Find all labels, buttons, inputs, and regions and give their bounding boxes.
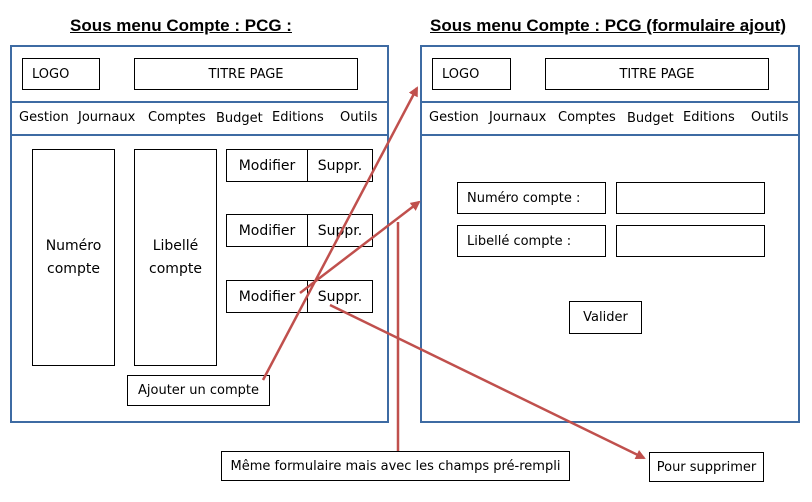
left-menu-editions[interactable]: Editions	[272, 110, 324, 125]
left-title: Sous menu Compte : PCG :	[70, 16, 292, 35]
left-menu-comptes[interactable]: Comptes	[148, 110, 206, 125]
numero-compte-label: Numéro compte :	[457, 182, 606, 214]
left-menu-budget[interactable]: Budget	[216, 111, 263, 126]
right-menu-editions[interactable]: Editions	[683, 110, 735, 125]
numero-compte-line1: Numéro	[45, 237, 102, 254]
right-menu-journaux[interactable]: Journaux	[489, 110, 547, 125]
left-menu-gestion[interactable]: Gestion	[19, 110, 69, 125]
left-menu-outils[interactable]: Outils	[340, 110, 378, 125]
delete-note: Pour supprimer	[649, 452, 764, 482]
arrow-add-to-form	[261, 86, 419, 381]
libelle-compte-label: Libellé compte :	[457, 225, 606, 257]
modify-button-2[interactable]: Modifier	[226, 214, 308, 247]
left-page-frame	[10, 45, 389, 423]
left-header-divider	[10, 101, 389, 103]
right-title: Sous menu Compte : PCG (formulaire ajout…	[430, 16, 787, 35]
right-menu-divider	[420, 134, 800, 136]
left-menu-divider	[10, 134, 389, 136]
right-menu-outils[interactable]: Outils	[751, 110, 789, 125]
libelle-compte-line1: Libellé	[152, 237, 199, 254]
right-menu-gestion[interactable]: Gestion	[429, 110, 479, 125]
left-menu-journaux[interactable]: Journaux	[78, 110, 136, 125]
numero-compte-input[interactable]	[616, 182, 765, 214]
right-logo: LOGO	[432, 58, 511, 90]
delete-button-1[interactable]: Suppr.	[307, 149, 373, 182]
libelle-compte-input[interactable]	[616, 225, 765, 257]
libelle-compte-line2: compte	[149, 260, 202, 277]
right-menu-comptes[interactable]: Comptes	[558, 110, 616, 125]
left-logo: LOGO	[22, 58, 100, 90]
right-page-frame	[420, 45, 800, 423]
right-menu-budget[interactable]: Budget	[627, 111, 674, 126]
modify-button-1[interactable]: Modifier	[226, 149, 308, 182]
delete-button-2[interactable]: Suppr.	[307, 214, 373, 247]
libelle-compte-column: Libellé compte	[134, 149, 217, 366]
arrow-delete-to-note	[329, 303, 646, 460]
numero-compte-column: Numéro compte	[32, 149, 115, 366]
left-page-title-box: TITRE PAGE	[134, 58, 358, 90]
numero-compte-line2: compte	[47, 260, 100, 277]
arrow-modify-to-form	[299, 200, 421, 294]
add-account-button[interactable]: Ajouter un compte	[127, 375, 270, 406]
validate-button[interactable]: Valider	[569, 301, 642, 334]
same-form-note: Même formulaire mais avec les champs pré…	[221, 451, 570, 481]
right-page-title-box: TITRE PAGE	[545, 58, 769, 90]
right-header-divider	[420, 101, 800, 103]
